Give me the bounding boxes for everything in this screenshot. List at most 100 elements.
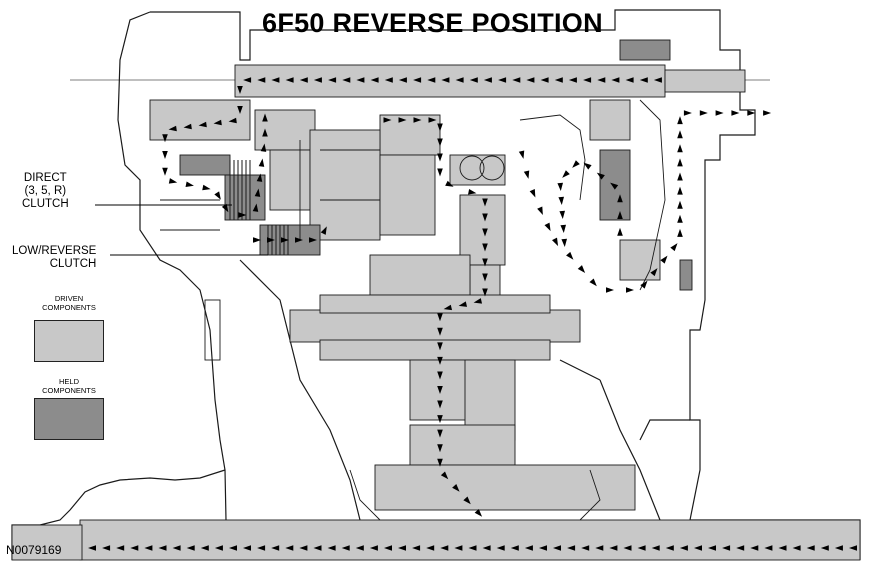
arrow-icon bbox=[473, 298, 483, 304]
arrow-icon bbox=[611, 77, 620, 83]
arrow-icon bbox=[88, 545, 96, 551]
arrow-icon bbox=[309, 237, 317, 243]
arrow-icon bbox=[229, 545, 237, 551]
arrow-icon bbox=[116, 545, 125, 551]
direct-clutch-label: DIRECT (3, 5, R) CLUTCH bbox=[22, 172, 69, 211]
arrow-icon bbox=[413, 77, 422, 83]
arrow-icon bbox=[512, 77, 521, 83]
arrow-icon bbox=[454, 545, 463, 551]
arrow-icon bbox=[327, 545, 336, 551]
arrow-icon bbox=[617, 227, 623, 236]
arrow-icon bbox=[445, 180, 454, 187]
arrow-icon bbox=[699, 110, 708, 116]
driven-components bbox=[11, 64, 861, 561]
arrow-icon bbox=[214, 545, 223, 551]
legend-held-swatch bbox=[34, 398, 104, 440]
output-halfshaft bbox=[79, 519, 861, 561]
arrow-icon bbox=[736, 545, 745, 551]
arrow-icon bbox=[498, 77, 507, 83]
arrow-icon bbox=[559, 210, 566, 219]
arrow-icon bbox=[443, 304, 453, 311]
arrow-icon bbox=[469, 77, 478, 83]
arrow-icon bbox=[834, 545, 843, 551]
arrow-icon bbox=[328, 77, 337, 83]
arrow-icon bbox=[482, 258, 488, 267]
arrow-icon bbox=[653, 77, 662, 83]
arrow-icon bbox=[722, 545, 731, 551]
arrow-icon bbox=[437, 327, 443, 336]
arrow-icon bbox=[440, 471, 449, 480]
arrow-icon bbox=[398, 117, 407, 123]
arrow-icon bbox=[253, 237, 261, 243]
arrow-icon bbox=[200, 545, 209, 551]
legend-driven-label: DRIVEN COMPONENTS bbox=[34, 294, 104, 312]
arrow-icon bbox=[558, 196, 565, 205]
housing-outline bbox=[11, 9, 861, 560]
arrow-icon bbox=[455, 77, 464, 83]
arrow-icon bbox=[356, 77, 365, 83]
arrow-icon bbox=[544, 222, 551, 232]
arrow-icon bbox=[677, 214, 683, 223]
arrow-icon bbox=[437, 429, 443, 438]
arrow-icon bbox=[617, 211, 623, 219]
arrow-icon bbox=[213, 119, 222, 126]
arrow-icon bbox=[468, 545, 477, 551]
arrow-icon bbox=[243, 77, 252, 83]
arrow-icon bbox=[252, 203, 259, 212]
legend-held-label: HELD COMPONENTS bbox=[34, 377, 104, 395]
arrow-icon bbox=[677, 144, 683, 153]
arrow-icon bbox=[168, 178, 178, 184]
shaft-end bbox=[664, 69, 746, 93]
arrow-icon bbox=[496, 545, 505, 551]
arrow-icon bbox=[437, 342, 443, 351]
arrow-icon bbox=[640, 280, 648, 289]
arrow-icon bbox=[256, 173, 263, 182]
arrow-icon bbox=[437, 386, 443, 394]
arrow-icon bbox=[102, 545, 111, 551]
arrow-icon bbox=[355, 545, 364, 551]
arrow-icon bbox=[539, 545, 547, 551]
arrow-icon bbox=[383, 117, 392, 123]
held-components bbox=[179, 39, 693, 291]
arrow-icon bbox=[320, 226, 327, 235]
arrow-icon bbox=[626, 287, 634, 293]
arrow-icon bbox=[384, 77, 393, 83]
arrow-icon bbox=[581, 545, 590, 551]
arrow-icon bbox=[523, 170, 530, 179]
arrow-icon bbox=[778, 545, 787, 551]
arrow-icon bbox=[238, 212, 247, 218]
arrow-icon bbox=[562, 170, 570, 178]
arrow-icon bbox=[650, 268, 658, 277]
diagram-title: 6F50 REVERSE POSITION bbox=[262, 8, 603, 38]
arrow-icon bbox=[262, 128, 268, 137]
arrow-icon bbox=[130, 545, 139, 551]
arrow-icon bbox=[747, 110, 756, 116]
arrow-icon bbox=[583, 77, 592, 83]
arrow-icon bbox=[254, 188, 261, 197]
arrow-icon bbox=[566, 251, 574, 260]
direct-clutch-label-line3: CLUTCH bbox=[22, 198, 69, 210]
arrow-icon bbox=[437, 415, 443, 424]
arrow-icon bbox=[482, 243, 488, 252]
arrow-icon bbox=[463, 496, 471, 505]
arrow-icon bbox=[583, 162, 592, 170]
arrow-icon bbox=[186, 545, 195, 551]
arrow-icon bbox=[413, 117, 422, 123]
arrow-icon bbox=[683, 110, 692, 116]
arrow-icon bbox=[677, 158, 683, 167]
arrow-icon bbox=[168, 125, 177, 132]
arrow-icon bbox=[237, 106, 243, 114]
arrow-icon bbox=[260, 143, 267, 152]
arrow-icon bbox=[750, 545, 759, 551]
legend-driven-line1: DRIVEN bbox=[54, 294, 84, 303]
arrow-icon bbox=[561, 238, 568, 247]
arrow-icon bbox=[437, 313, 443, 322]
arrow-icon bbox=[482, 545, 491, 551]
arrow-icon bbox=[258, 158, 265, 167]
arrow-icon bbox=[557, 182, 564, 191]
arrow-icon bbox=[437, 400, 443, 409]
arrow-icon bbox=[285, 77, 294, 83]
arrow-icon bbox=[715, 110, 724, 116]
arrow-icon bbox=[237, 86, 243, 94]
